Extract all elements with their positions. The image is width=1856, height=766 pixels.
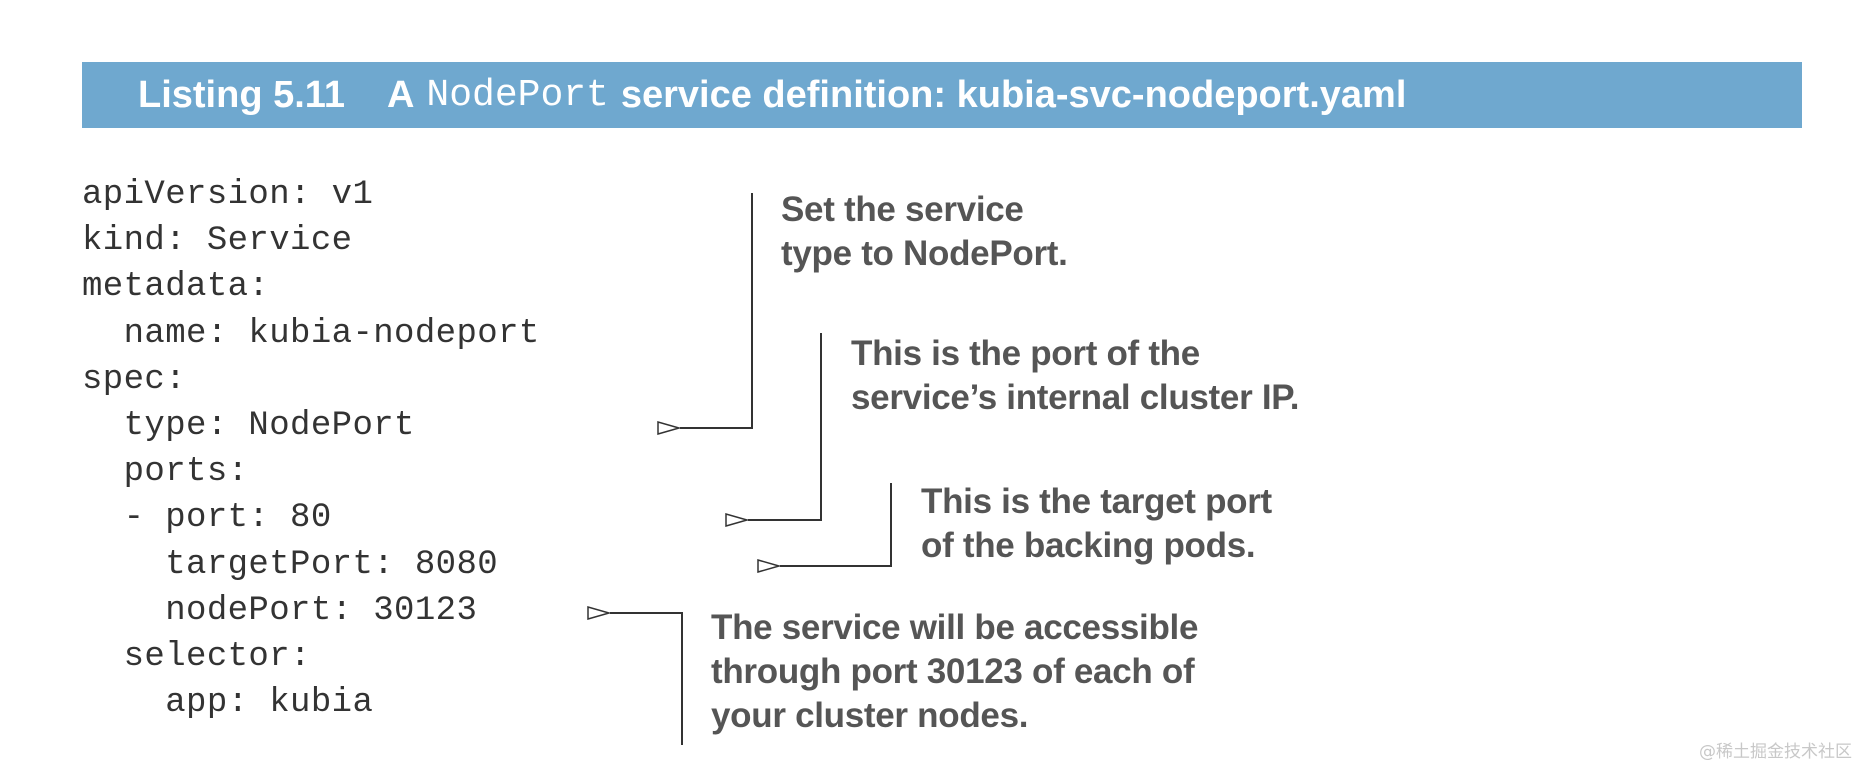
listing-number: Listing 5.11	[138, 73, 345, 116]
listing-title-suffix: service definition: kubia-svc-nodeport.y…	[620, 73, 1407, 116]
annotation-line: The service will be accessible	[711, 608, 1199, 647]
annotation-port: This is the port of the service’s intern…	[851, 332, 1300, 420]
code-line: app: kubia	[82, 684, 374, 723]
code-line: nodePort: 30123	[82, 591, 478, 630]
annotation-line: through port 30123 of each of	[711, 652, 1195, 691]
annotation-line: of the backing pods.	[921, 526, 1256, 565]
callout-arrow-target-port	[780, 483, 892, 566]
annotation-line: type to NodePort.	[781, 234, 1068, 273]
code-line: type: NodePort	[82, 406, 415, 445]
callout-arrow-node-port	[610, 613, 683, 745]
listing-title-prefix: A	[386, 73, 415, 116]
code-line: apiVersion: v1	[82, 176, 374, 214]
annotation-line: Set the service	[781, 190, 1024, 229]
code-line: kind: Service	[82, 222, 353, 261]
watermark: @稀土掘金技术社区	[1699, 742, 1852, 762]
listing-title-code: NodePort	[426, 73, 609, 117]
annotation-type: Set the service type to NodePort.	[781, 188, 1068, 276]
callout-arrow-type	[680, 193, 753, 428]
listing-header: Listing 5.11 A NodePort service definiti…	[82, 62, 1802, 128]
code-line: metadata:	[82, 268, 270, 307]
annotation-line: This is the target port	[921, 482, 1272, 521]
annotation-target-port: This is the target port of the backing p…	[921, 480, 1272, 568]
annotation-line: This is the port of the	[851, 334, 1200, 373]
callout-arrow-port	[748, 333, 822, 520]
code-line: targetPort: 8080	[82, 545, 499, 584]
code-line: selector:	[82, 637, 311, 676]
code-line: - port: 80	[82, 499, 332, 538]
annotation-line: service’s internal cluster IP.	[851, 378, 1300, 417]
code-line: spec:	[82, 360, 187, 399]
code-line: ports:	[82, 453, 249, 492]
annotation-line: your cluster nodes.	[711, 696, 1029, 735]
yaml-code-block: apiVersion: v1 kind: Service metadata: nam…	[82, 172, 540, 726]
annotation-node-port: The service will be accessible through p…	[711, 606, 1198, 738]
code-line: name: kubia-nodeport	[82, 314, 540, 353]
